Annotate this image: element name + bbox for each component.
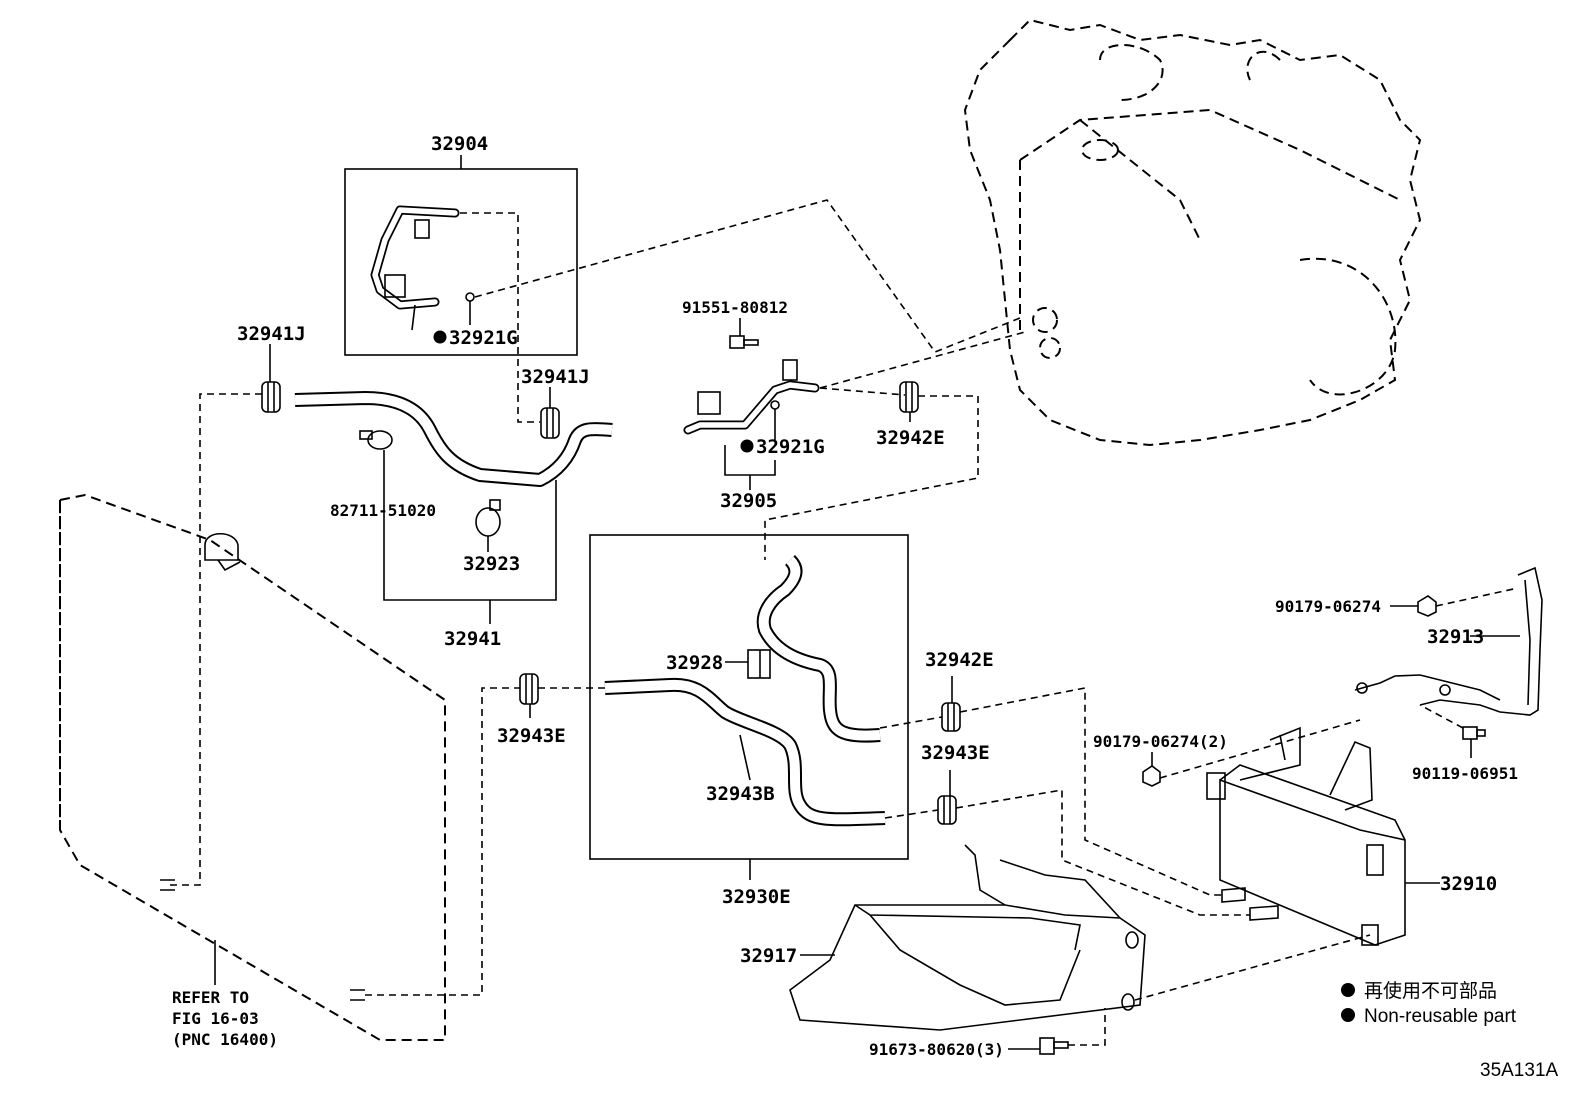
hose-32930E-upper	[756, 555, 881, 743]
hose-32941	[294, 391, 613, 487]
label-91673-80620: 91673-80620(3)	[869, 1040, 1004, 1059]
label-32941J-a: 32941J	[237, 323, 306, 345]
bolt-91673-80620	[1039, 1037, 1069, 1055]
oring-32921G-a	[465, 292, 475, 302]
label-90179-06274-a: 90179-06274	[1275, 597, 1381, 616]
bracket-32913	[1354, 566, 1543, 716]
transmission-outline	[963, 18, 1422, 447]
non-reusable-dot-a	[433, 330, 447, 344]
label-32904: 32904	[431, 133, 488, 155]
label-82711-51020: 82711-51020	[330, 501, 436, 520]
nut-90179-06274-a	[1417, 595, 1437, 617]
label-32910: 32910	[1440, 873, 1497, 895]
clip-32928	[747, 649, 771, 679]
label-32913: 32913	[1427, 626, 1484, 648]
label-32923: 32923	[463, 553, 520, 575]
label-90179-06274-b: 90179-06274(2)	[1093, 732, 1228, 751]
clamp-32941J-b	[540, 407, 560, 439]
oil-cooler-32910	[1206, 726, 1406, 946]
label-refer-2: FIG 16-03	[172, 1009, 259, 1028]
label-32921G-b: 32921G	[756, 436, 825, 458]
label-90119-06951: 90119-06951	[1412, 764, 1518, 783]
legend-dot-1	[1341, 983, 1355, 997]
clamp-32923	[475, 499, 501, 537]
label-32921G-a: 32921G	[449, 327, 518, 349]
label-32942E-a: 32942E	[876, 427, 945, 449]
clamp-82711-51020	[359, 430, 393, 450]
bolt-90119-06951	[1462, 726, 1486, 740]
air-duct-32917	[789, 844, 1146, 1031]
group-box-32930E	[589, 534, 909, 860]
nut-90179-06274-b	[1142, 765, 1161, 787]
label-32917: 32917	[740, 945, 797, 967]
pipe-32904	[370, 205, 460, 331]
clamp-32942E-a	[899, 381, 919, 413]
label-32941: 32941	[444, 628, 501, 650]
bolt-91551-80812	[729, 335, 759, 349]
label-32930E: 32930E	[722, 886, 791, 908]
label-refer-3: (PNC 16400)	[172, 1030, 278, 1049]
radiator-outline	[59, 493, 446, 1041]
label-refer-1: REFER TO	[172, 988, 249, 1007]
label-91551-80812: 91551-80812	[682, 298, 788, 317]
hose-32943B	[604, 677, 886, 827]
label-32905: 32905	[720, 490, 777, 512]
clamp-32943E-b	[937, 795, 957, 825]
diagram-id: 35A131A	[1480, 1060, 1559, 1081]
legend-line-2: Non-reusable part	[1364, 1006, 1517, 1027]
oring-32921G-b	[770, 400, 780, 410]
label-32928: 32928	[666, 652, 723, 674]
label-32943E-b: 32943E	[921, 742, 990, 764]
label-32943B: 32943B	[706, 783, 775, 805]
legend-line-1: 再使用不可部品	[1364, 980, 1497, 1002]
clamp-32942E-b	[941, 702, 961, 732]
non-reusable-dot-b	[740, 439, 754, 453]
label-32941J-b: 32941J	[521, 366, 590, 388]
clamp-32943E-a	[519, 673, 539, 705]
label-32942E-b: 32942E	[925, 649, 994, 671]
clamp-32941J-a	[261, 381, 281, 413]
legend-dot-2	[1341, 1008, 1355, 1022]
label-32943E-a: 32943E	[497, 725, 566, 747]
pipe-32905	[683, 359, 820, 435]
